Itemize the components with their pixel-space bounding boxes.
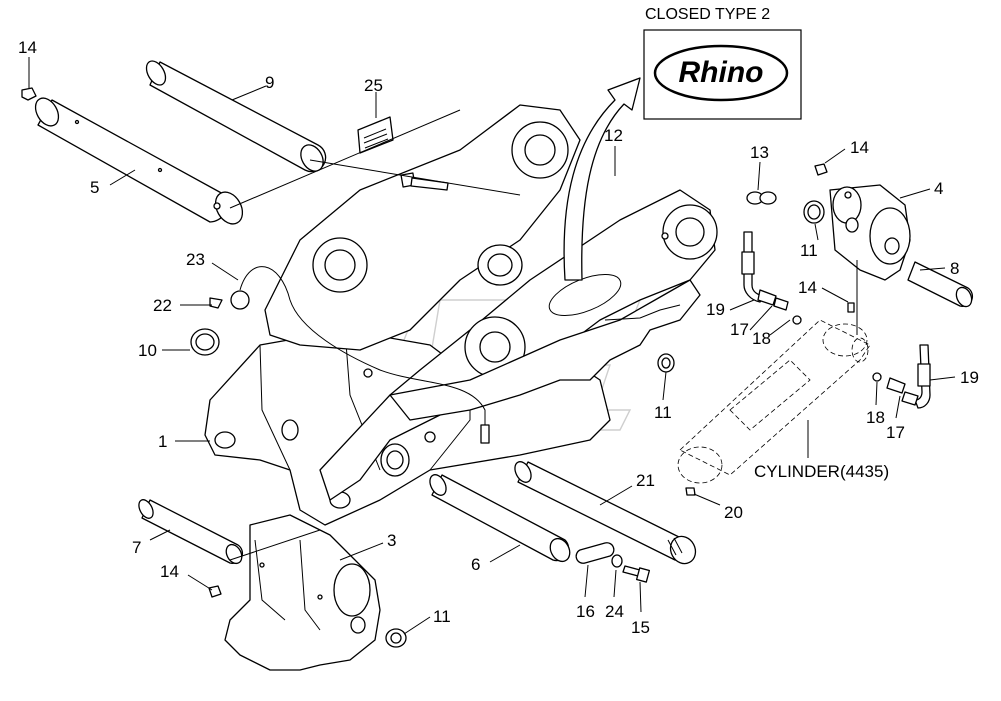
pin-20 (685, 487, 696, 496)
rhino-logo: Rhino (679, 56, 764, 89)
callout-18a: 18 (752, 329, 771, 348)
snap-ring-11b (657, 353, 675, 373)
plate-16 (575, 542, 615, 564)
hydraulic-cylinder (677, 260, 871, 484)
grease-nipple-14a (21, 87, 37, 101)
snap-ring-10 (190, 328, 220, 356)
hose-23 (230, 266, 490, 444)
callout-12: 12 (604, 126, 623, 145)
grease-nipple-14b (814, 163, 828, 176)
callout-1: 1 (158, 432, 167, 451)
callout-10: 10 (138, 341, 157, 360)
callout-20: 20 (724, 503, 743, 522)
guide-lines (229, 109, 521, 561)
callout-4: 4 (934, 179, 943, 198)
decal-25 (357, 116, 394, 154)
closed-type-inset: CLOSED TYPE 2 Rhino (643, 6, 802, 120)
hook-block-4 (829, 184, 911, 281)
callout-17a: 17 (730, 320, 749, 339)
pin-7 (138, 499, 244, 565)
inset-title: CLOSED TYPE 2 (645, 6, 770, 23)
pin-9 (145, 60, 327, 173)
callout-14c: 14 (798, 278, 817, 297)
callout-13: 13 (750, 143, 769, 162)
leader-lines (28, 57, 956, 635)
callout-17b: 17 (886, 423, 905, 442)
lower-hook-3 (224, 514, 381, 671)
bolt-15 (622, 565, 651, 583)
callout-11c: 11 (433, 607, 451, 626)
nuts-13 (746, 191, 777, 205)
callout-11b: 11 (654, 403, 672, 422)
snap-ring-11a (803, 200, 825, 224)
callout-14a: 14 (18, 38, 37, 57)
inset-arrow (563, 77, 641, 281)
callout-14b: 14 (850, 138, 869, 157)
callout-15: 15 (631, 618, 650, 637)
clip-22 (209, 297, 223, 309)
snap-ring-11c (385, 628, 407, 648)
hose-19a (741, 231, 802, 325)
callout-23: 23 (186, 250, 205, 269)
callout-7: 7 (132, 538, 141, 557)
callouts: 14 9 5 25 23 22 10 1 12 13 14 4 11 8 14 … (18, 38, 979, 637)
callout-18b: 18 (866, 408, 885, 427)
callout-16: 16 (576, 602, 595, 621)
pin-6 (429, 474, 571, 563)
callout-3: 3 (387, 531, 396, 550)
callout-24: 24 (605, 602, 624, 621)
callout-11a: 11 (800, 241, 818, 260)
grease-nipple-14d (208, 585, 222, 598)
pin-5 (34, 97, 244, 225)
grease-nipple-14c (847, 302, 855, 313)
callout-22: 22 (153, 296, 172, 315)
callout-14d: 14 (160, 562, 179, 581)
callout-21-visible: 21 (636, 471, 655, 490)
pin-8 (907, 261, 974, 308)
cylinder-label: CYLINDER(4435) (754, 462, 889, 481)
callout-5: 5 (90, 178, 99, 197)
quick-coupler-frame (204, 104, 718, 526)
callout-9: 9 (265, 73, 274, 92)
callout-19a: 19 (706, 300, 725, 319)
callout-25: 25 (364, 76, 383, 95)
pin-21 (514, 461, 697, 565)
callout-8: 8 (950, 259, 959, 278)
washer-24 (611, 554, 623, 568)
callout-6: 6 (471, 555, 480, 574)
callout-19b: 19 (960, 368, 979, 387)
hose-19b (872, 344, 931, 409)
